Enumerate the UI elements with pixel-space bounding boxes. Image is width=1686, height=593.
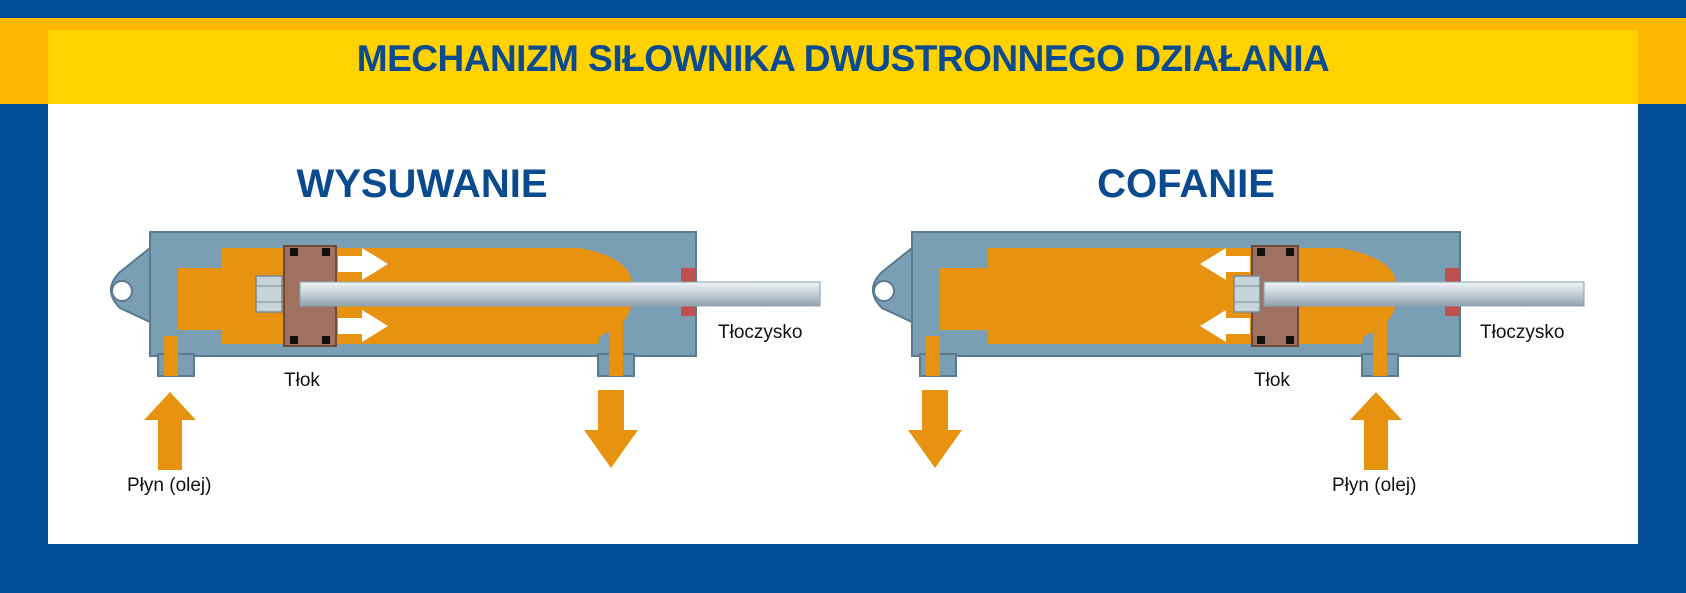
flow-arrow (338, 248, 388, 280)
piston-rod (1263, 281, 1585, 307)
flow-arrow (1200, 248, 1250, 280)
fluid-label-retract: Płyn (olej) (1332, 475, 1417, 496)
mount-hole (111, 280, 133, 302)
rod-nut (1233, 275, 1261, 313)
rod-label-extend: Tłoczysko (718, 322, 803, 343)
fluid-out-arrow (584, 390, 638, 468)
fluid-out-arrow (908, 390, 962, 468)
flow-arrow (1200, 310, 1250, 342)
rod-nut (255, 275, 283, 313)
piston-rod (299, 281, 821, 307)
fluid-in-arrow (1350, 392, 1402, 470)
piston-label-extend: Tłok (284, 370, 320, 391)
left-chamber-fluid (178, 248, 284, 344)
fluid-label-extend: Płyn (olej) (127, 475, 212, 496)
flow-arrow (338, 310, 388, 342)
section-title-retract: COFANIE (1097, 162, 1275, 206)
section-title-extend: WYSUWANIE (296, 162, 548, 206)
title-banner-inner (48, 30, 1638, 104)
retract-cylinder (872, 231, 1585, 470)
mount-hole (873, 280, 895, 302)
rod-label-retract: Tłoczysko (1480, 322, 1565, 343)
page-title: MECHANIZM SIŁOWNIKA DWUSTRONNEGO DZIAŁAN… (356, 38, 1330, 79)
piston-label-retract: Tłok (1254, 370, 1290, 391)
fluid-in-arrow (144, 392, 196, 470)
left-chamber-fluid (940, 248, 1254, 344)
extend-cylinder (110, 231, 821, 470)
